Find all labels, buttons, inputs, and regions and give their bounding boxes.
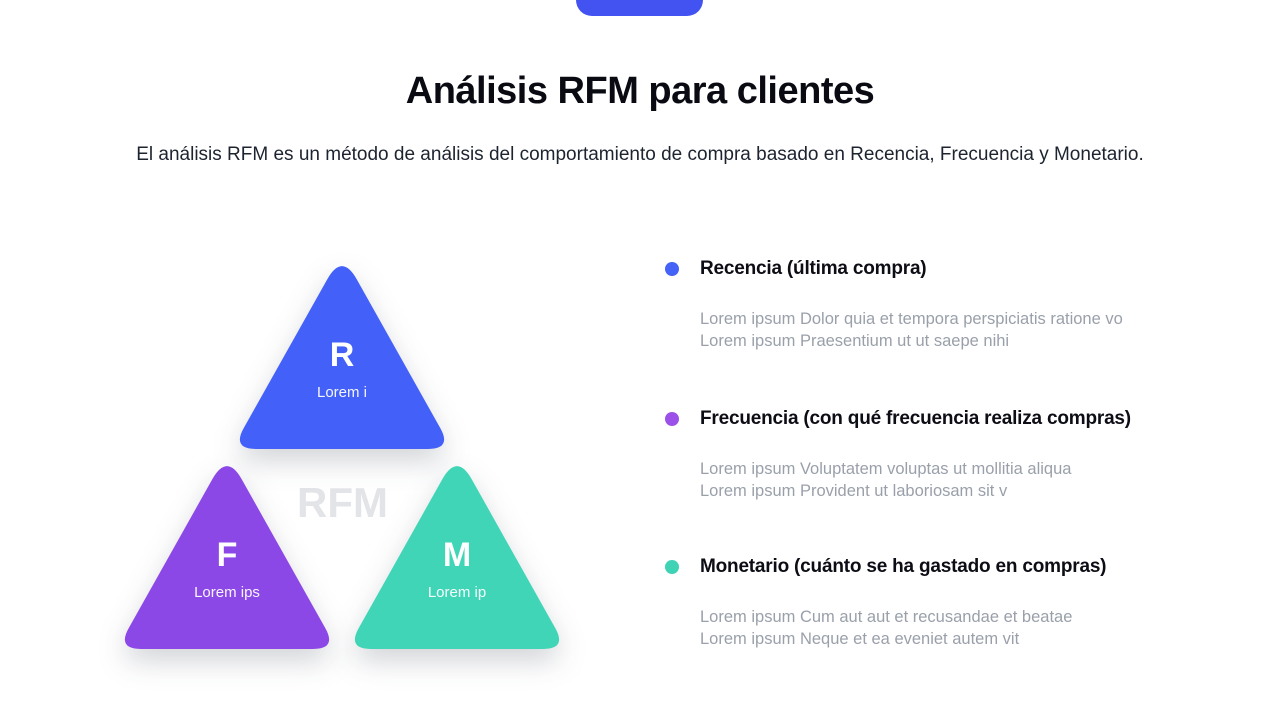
frecuencia-bullet-dot [665, 412, 679, 426]
triangle-frecuencia-text: F Lorem ips [117, 453, 337, 649]
feature-monetario-description: Lorem ipsum Cum aut aut et recusandae et… [700, 606, 1225, 650]
feature-recencia-line-1: Lorem ipsum Dolor quia et tempora perspi… [700, 310, 1123, 328]
page-subtitle: El análisis RFM es un método de análisis… [136, 144, 1144, 165]
triangle-recencia-text: R Lorem i [232, 253, 452, 449]
monetario-bullet-dot [665, 560, 679, 574]
feature-monetario-line-1: Lorem ipsum Cum aut aut et recusandae et… [700, 608, 1073, 626]
triangle-monetario-text: M Lorem ip [347, 453, 567, 649]
triangle-recencia-shape [239, 266, 445, 449]
feature-item-monetario: Monetario (cuánto se ha gastado en compr… [665, 556, 1225, 650]
feature-frecuencia-line-2: Lorem ipsum Provident ut laboriosam sit … [700, 482, 1008, 500]
triangle-letter-m: M [442, 536, 472, 574]
triangle-label-m: Lorem ip [427, 584, 487, 601]
triangle-letter-r: R [329, 336, 355, 374]
triangle-frecuencia: F Lorem ips [117, 453, 337, 649]
feature-recencia-header: Recencia (última compra) [665, 258, 1225, 280]
feature-frecuencia-description: Lorem ipsum Voluptatem voluptas ut molli… [700, 458, 1225, 502]
feature-monetario-line-2: Lorem ipsum Neque et ea eveniet autem vi… [700, 630, 1020, 648]
rfm-triangle-diagram: RFM R Lorem i F Lorem ips M [117, 253, 567, 649]
feature-item-frecuencia: Frecuencia (con qué frecuencia realiza c… [665, 408, 1225, 502]
feature-recencia-line-2: Lorem ipsum Praesentium ut ut saepe nihi [700, 332, 1010, 350]
rfm-watermark-text: RFM [297, 479, 388, 526]
triangle-monetario-shape [354, 466, 560, 649]
triangle-frecuencia-shape [124, 466, 330, 649]
feature-frecuencia-title: Frecuencia (con qué frecuencia realiza c… [700, 408, 1131, 429]
triangle-monetario: M Lorem ip [347, 453, 567, 649]
feature-monetario-title: Monetario (cuánto se ha gastado en compr… [700, 556, 1107, 577]
triangle-recencia: R Lorem i [232, 253, 452, 449]
feature-recencia-title: Recencia (última compra) [700, 258, 927, 279]
recencia-bullet-dot [665, 262, 679, 276]
triangle-letter-f: F [216, 536, 238, 574]
triangle-label-f: Lorem ips [194, 584, 260, 601]
feature-recencia-description: Lorem ipsum Dolor quia et tempora perspi… [700, 308, 1225, 352]
feature-monetario-header: Monetario (cuánto se ha gastado en compr… [665, 556, 1225, 578]
triangle-label-r: Lorem i [316, 384, 368, 401]
feature-frecuencia-header: Frecuencia (con qué frecuencia realiza c… [665, 408, 1225, 430]
top-accent-pill [576, 0, 703, 16]
feature-frecuencia-line-1: Lorem ipsum Voluptatem voluptas ut molli… [700, 460, 1072, 478]
page-title: Análisis RFM para clientes [405, 70, 875, 112]
feature-item-recencia: Recencia (última compra) Lorem ipsum Dol… [665, 258, 1225, 352]
